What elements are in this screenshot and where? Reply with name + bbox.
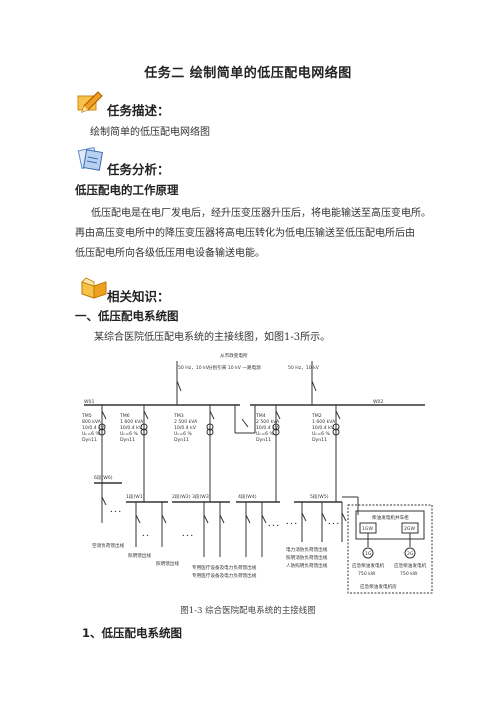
- svg-text:应急柴油发电机: 应急柴油发电机: [394, 562, 427, 569]
- bus-w02-label: W02: [373, 399, 383, 405]
- transformer-tm2: TM2 1 600 kVA 10/0.4 kV Uₖ=6 % Dyn11: [311, 405, 341, 459]
- svg-text:800 kVA: 800 kVA: [82, 419, 102, 425]
- transformer-tm4: TM4 2 500 kVA 10/0.4 kV Uₖ=6 % Dyn11: [255, 405, 281, 459]
- analysis-paragraph-line-3: 低压配电所向各级低压用电设备输送电能。: [75, 248, 265, 259]
- feed-right-label: 50 Hz，10 kV: [288, 365, 320, 371]
- svg-text:TM3: TM3: [173, 413, 184, 419]
- svg-text:Uₖ=6 %: Uₖ=6 %: [120, 431, 139, 437]
- svg-text:750 kW: 750 kW: [358, 571, 376, 577]
- knowledge-subheading: 一、低压配电系统图: [75, 309, 179, 323]
- svg-text:TM6: TM6: [119, 413, 130, 419]
- lv-bus-w2-label: 2段(W2): [172, 493, 191, 500]
- generator-2g: [404, 547, 416, 559]
- svg-text:• • •: • • •: [182, 534, 193, 539]
- figure-caption: 图1-3 综合医院配电系统的主接线图: [180, 606, 316, 616]
- transformer-tm6: TM6 1 600 kVA 10/0.4 kV Uₖ=6 % Dyn11: [119, 405, 149, 487]
- lv-bus-w6-label: 6段(W6): [94, 474, 113, 481]
- pencil-note-icon: [76, 88, 104, 114]
- task-analysis-heading: 任务分析：: [107, 162, 170, 177]
- svg-text:1G: 1G: [365, 551, 372, 557]
- transformer-tm3: TM3 2 500 kVA 10/0.4 kV Uₖ=6 % Dyn11: [173, 405, 215, 492]
- svg-text:TM2: TM2: [311, 413, 322, 419]
- lv-bus-w1-label: 1段(W1): [126, 493, 145, 500]
- svg-text:应急柴油发电机: 应急柴油发电机: [352, 562, 385, 569]
- load-label-8: 人防照明负荷馈出线: [286, 562, 328, 569]
- svg-text:2 500 kVA: 2 500 kVA: [174, 419, 198, 425]
- analysis-subheading: 低压配电的工作原理: [75, 183, 179, 197]
- related-knowledge-heading: 相关知识：: [107, 289, 170, 304]
- genset-room-label: 应急柴油发电机房: [360, 583, 397, 590]
- feed-left-label: 50 Hz，10 kV: [178, 365, 210, 371]
- lv-bus-w3-label: 3段(W3): [192, 493, 211, 500]
- load-label-3: 照明馈出线: [156, 560, 179, 567]
- bus-w01-label: W01: [84, 399, 94, 405]
- genset-panel-label: 柴油发电机并车柜: [372, 514, 409, 521]
- generator-1g: [362, 547, 374, 559]
- svg-text:2GW: 2GW: [404, 526, 415, 532]
- load-label-1: 空调负荷馈出线: [92, 542, 125, 549]
- svg-text:Uₖ=6 %: Uₖ=6 %: [312, 431, 331, 437]
- footer-subheading: 1、低压配电系统图: [82, 626, 183, 640]
- bus-tie-switch: [241, 418, 249, 428]
- open-book-icon: [80, 274, 108, 300]
- svg-text:Dyn11: Dyn11: [82, 437, 97, 443]
- task-description-text: 绘制简单的低压配电网络图: [90, 127, 210, 138]
- svg-text:10/0.4 kV: 10/0.4 kV: [82, 425, 105, 431]
- load-label-4: 专用医疗设备及电力负荷馈出线: [192, 564, 257, 571]
- load-label-6: 电力消防负荷馈出线: [286, 546, 328, 553]
- svg-text:• • •: • • •: [110, 510, 121, 515]
- load-label-5: 专用医疗设备及电力负荷馈出线: [192, 572, 257, 579]
- svg-text:750 kW: 750 kW: [400, 571, 418, 577]
- document-tools-icon: [76, 145, 104, 171]
- lv-bus-w4-label: 4段(W4): [238, 493, 257, 500]
- load-label-7: 照明消防负荷馈出线: [286, 554, 328, 561]
- svg-text:• • •: • • •: [268, 524, 279, 529]
- analysis-paragraph-line-1: 低压配电是在电厂发电后，经升压变压器升压后，将电能输送至高压变电所。: [91, 208, 431, 219]
- svg-text:1 600 kVA: 1 600 kVA: [120, 419, 144, 425]
- feeder-lines: • • • • • • • • • • • • • • • • •: [101, 483, 359, 557]
- knowledge-intro: 某综合医院低压配电系统的主接线图，如图1-3所示。: [94, 332, 331, 343]
- svg-text:• • •: • • •: [328, 522, 339, 527]
- task-description-heading: 任务描述：: [107, 103, 170, 118]
- feed-switch-right: [311, 380, 317, 392]
- feed-mid-label: 分别引来 10 kV 一路电源: [208, 364, 261, 371]
- svg-text:TM5: TM5: [81, 413, 92, 419]
- svg-text:Dyn11: Dyn11: [312, 437, 327, 443]
- svg-text:10/0.4 kV: 10/0.4 kV: [174, 425, 197, 431]
- svg-text:Dyn11: Dyn11: [120, 437, 135, 443]
- svg-text:Uₖ=6 %: Uₖ=6 %: [82, 431, 101, 437]
- svg-text:Uₖ=6 %: Uₖ=6 %: [256, 431, 275, 437]
- lv-bus-w5-label: 5段(W5): [310, 493, 329, 500]
- svg-text:• • •: • • •: [286, 522, 297, 527]
- svg-text:• •: • •: [142, 534, 149, 539]
- svg-text:Dyn11: Dyn11: [256, 437, 271, 443]
- svg-text:Uₖ=6 %: Uₖ=6 %: [174, 431, 193, 437]
- svg-text:10/0.4 kV: 10/0.4 kV: [256, 425, 279, 431]
- svg-text:10/0.4 kV: 10/0.4 kV: [312, 425, 335, 431]
- svg-text:10/0.4 kV: 10/0.4 kV: [120, 425, 143, 431]
- genset-room: 柴油发电机并车柜 1GW 2GW 1G 2G 应急柴油发电机 应急柴油发电机 7…: [347, 504, 433, 594]
- svg-text:2 500 kVA: 2 500 kVA: [256, 419, 280, 425]
- svg-text:1 600 kVA: 1 600 kVA: [312, 419, 336, 425]
- svg-text:TM4: TM4: [255, 413, 266, 419]
- svg-text:1GW: 1GW: [362, 526, 373, 532]
- distribution-diagram: 从市政变电所 50 Hz，10 kV 分别引来 10 kV 一路电源 50 Hz…: [81, 352, 433, 594]
- transformer-tm5: TM5 800 kVA 10/0.4 kV Uₖ=6 % Dyn11: [81, 405, 107, 451]
- feed-switch-left: [176, 380, 182, 392]
- load-label-2: 照明馈出线: [128, 552, 151, 559]
- svg-text:Dyn11: Dyn11: [174, 437, 189, 443]
- top-source-label: 从市政变电所: [220, 352, 248, 359]
- svg-text:2G: 2G: [407, 551, 414, 557]
- analysis-paragraph-line-2: 再由高压变电所中的降压变压器将高电压转化为低电压输送至低压配电所后由: [75, 228, 415, 239]
- page-title: 任务二 绘制简单的低压配电网络图: [144, 66, 352, 81]
